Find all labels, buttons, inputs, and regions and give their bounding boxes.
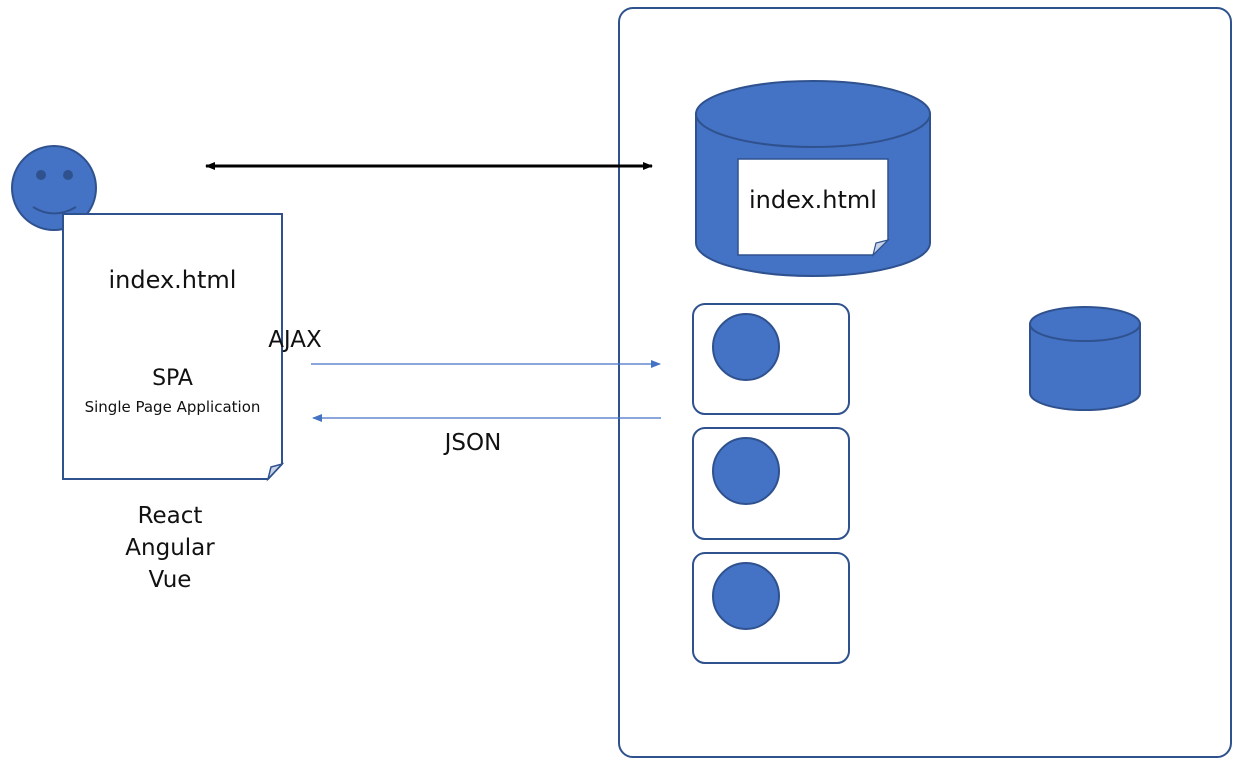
framework-angular: Angular xyxy=(125,535,215,561)
framework-react: React xyxy=(137,503,203,529)
spa-label: SPA xyxy=(152,366,193,391)
user-smiley-icon xyxy=(11,145,97,231)
client-document-title: index.html xyxy=(108,266,237,294)
component-circle-icon xyxy=(712,437,780,505)
server-document-icon xyxy=(737,158,890,257)
server-component-1 xyxy=(692,303,850,415)
framework-vue: Vue xyxy=(148,567,192,593)
component-circle-icon xyxy=(712,313,780,381)
server-component-3 xyxy=(692,552,850,664)
server-document-title: index.html xyxy=(749,186,877,214)
ajax-label: AJAX xyxy=(268,327,322,353)
server-component-2 xyxy=(692,427,850,540)
component-circle-icon xyxy=(712,562,780,630)
spa-subtitle: Single Page Application xyxy=(84,398,261,416)
client-document-icon xyxy=(62,213,285,482)
json-label: JSON xyxy=(444,430,502,456)
database-cylinder-icon xyxy=(1029,306,1141,411)
